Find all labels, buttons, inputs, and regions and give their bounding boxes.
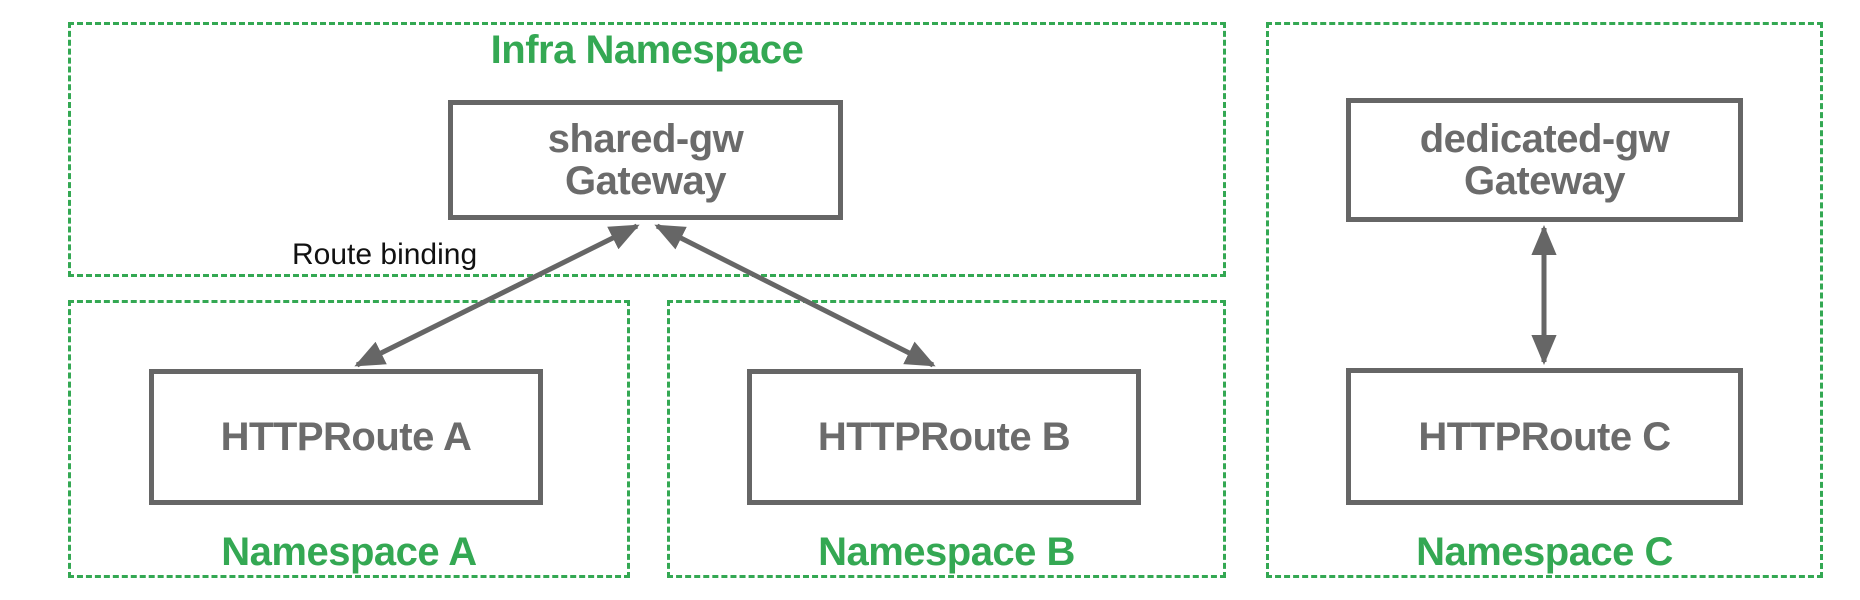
shared-gw-kind: Gateway xyxy=(564,159,727,203)
dedicated-gw-kind: Gateway xyxy=(1463,159,1626,203)
httproute-a-node: HTTPRoute A xyxy=(149,369,543,505)
namespace-b-container xyxy=(667,300,1226,578)
dedicated-gw-name: dedicated-gw xyxy=(1419,117,1670,161)
namespace-a-container xyxy=(68,300,630,578)
shared-gw-name: shared-gw xyxy=(547,117,744,161)
httproute-c-node: HTTPRoute C xyxy=(1346,368,1743,505)
httproute-b-label: HTTPRoute B xyxy=(817,415,1071,459)
httproute-a-label: HTTPRoute A xyxy=(220,415,472,459)
dedicated-gw-gateway-node: dedicated-gw Gateway xyxy=(1346,98,1743,222)
namespace-c-container xyxy=(1266,22,1823,578)
httproute-b-node: HTTPRoute B xyxy=(747,369,1141,505)
shared-gw-gateway-node: shared-gw Gateway xyxy=(448,100,843,220)
route-binding-annotation: Route binding xyxy=(292,238,478,271)
namespace-b-label: Namespace B xyxy=(818,530,1075,574)
infra-namespace-container xyxy=(68,22,1226,277)
namespace-a-label: Namespace A xyxy=(221,530,477,574)
infra-namespace-label: Infra Namespace xyxy=(490,28,804,72)
namespace-c-label: Namespace C xyxy=(1416,530,1673,574)
httproute-c-label: HTTPRoute C xyxy=(1418,414,1671,459)
